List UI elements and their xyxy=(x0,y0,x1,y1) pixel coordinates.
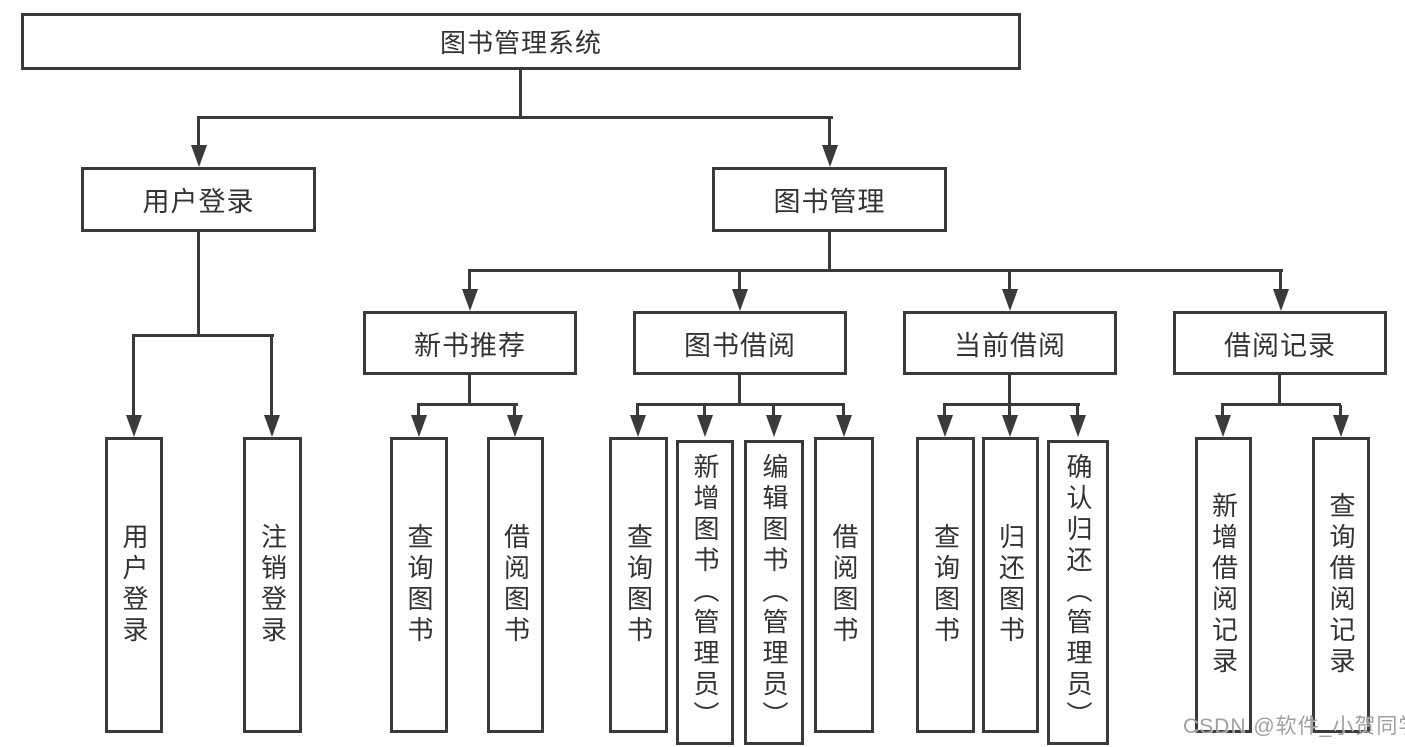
leaf-label: 新增借阅记录 xyxy=(1208,492,1239,678)
leaf-logout: 注销登录 xyxy=(243,437,302,733)
arrow-down-icon xyxy=(1273,289,1289,311)
leaf-label: 查询借阅记录 xyxy=(1326,492,1356,678)
connector-line xyxy=(943,405,946,417)
connector-line xyxy=(417,403,518,406)
connector-line xyxy=(943,403,1080,406)
arrow-down-icon xyxy=(836,415,852,437)
connector-line xyxy=(468,269,1283,272)
arrow-down-icon xyxy=(126,415,142,437)
leaf-label: 查询图书 xyxy=(930,523,961,647)
connector-line xyxy=(828,232,831,271)
arrow-down-icon xyxy=(1070,415,1086,437)
connector-line xyxy=(828,118,831,150)
connector-line xyxy=(703,405,706,417)
leaf-user-login: 用户登录 xyxy=(105,437,163,733)
connector-line xyxy=(197,232,200,336)
arrow-down-icon xyxy=(507,415,523,437)
connector-line xyxy=(270,336,273,418)
leaf-label: 注销登录 xyxy=(257,523,288,647)
connector-line xyxy=(1008,271,1011,291)
leaf-edit-books-admin: 编辑图书（管理员） xyxy=(744,440,804,745)
arrow-down-icon xyxy=(411,415,427,437)
arrow-down-icon xyxy=(937,415,953,437)
connector-line xyxy=(197,118,200,150)
node-new-book-recommend: 新书推荐 xyxy=(363,311,577,375)
arrow-down-icon xyxy=(462,289,478,311)
node-label: 借阅记录 xyxy=(1224,330,1336,361)
leaf-label: 借阅图书 xyxy=(500,523,531,647)
leaf-add-borrow-record: 新增借阅记录 xyxy=(1195,437,1252,733)
connector-line xyxy=(1076,405,1079,417)
leaf-label: 编辑图书（管理员） xyxy=(759,453,789,732)
leaf-return-books: 归还图书 xyxy=(982,437,1039,733)
node-book-borrow: 图书借阅 xyxy=(633,311,847,375)
leaf-label: 查询图书 xyxy=(404,523,434,647)
connector-line xyxy=(417,405,420,417)
connector-line xyxy=(1008,375,1011,405)
leaf-label: 新增图书（管理员） xyxy=(690,453,720,732)
connector-line xyxy=(513,405,516,417)
node-borrow-records: 借阅记录 xyxy=(1173,311,1387,375)
connector-line xyxy=(1278,375,1281,405)
connector-line xyxy=(1339,405,1342,417)
arrow-down-icon xyxy=(264,415,280,437)
arrow-down-icon xyxy=(1002,415,1018,437)
connector-line xyxy=(738,375,741,405)
leaf-confirm-return-admin: 确认归还（管理员） xyxy=(1047,440,1109,745)
node-current-borrow: 当前借阅 xyxy=(903,311,1117,375)
connector-line xyxy=(842,405,845,417)
connector-line xyxy=(1279,271,1282,291)
connector-line xyxy=(636,405,639,417)
node-label: 图书管理系统 xyxy=(439,28,602,58)
leaf-label: 查询图书 xyxy=(623,523,654,647)
connector-line xyxy=(197,116,833,119)
connector-line xyxy=(1008,405,1011,417)
leaf-borrow-books-recommend: 借阅图书 xyxy=(487,437,544,733)
connector-line xyxy=(132,334,274,337)
leaf-label: 借阅图书 xyxy=(829,523,859,647)
arrow-down-icon xyxy=(822,145,838,167)
leaf-label: 用户登录 xyxy=(119,523,149,647)
connector-line xyxy=(1221,405,1224,417)
connector-line xyxy=(738,271,741,291)
leaf-label: 确认归还（管理员） xyxy=(1063,453,1093,732)
arrow-down-icon xyxy=(191,145,207,167)
connector-line xyxy=(772,405,775,417)
connector-line xyxy=(636,403,845,406)
arrow-down-icon xyxy=(1215,415,1231,437)
arrow-down-icon xyxy=(1002,289,1018,311)
node-library-management-system: 图书管理系统 xyxy=(21,13,1021,70)
leaf-label: 归还图书 xyxy=(995,523,1026,647)
connector-line xyxy=(468,271,471,291)
arrow-down-icon xyxy=(630,415,646,437)
node-label: 图书借阅 xyxy=(684,330,796,361)
connector-line xyxy=(132,336,135,418)
node-label: 当前借阅 xyxy=(954,330,1066,361)
node-label: 用户登录 xyxy=(142,187,255,217)
watermark: CSDN @软件_小贺同学 xyxy=(1183,715,1405,738)
leaf-query-books-borrow: 查询图书 xyxy=(609,437,668,733)
leaf-borrow-books-borrow: 借阅图书 xyxy=(814,437,874,733)
arrow-down-icon xyxy=(1333,415,1349,437)
arrow-down-icon xyxy=(732,289,748,311)
node-label: 新书推荐 xyxy=(414,330,526,361)
connector-line xyxy=(468,375,471,405)
connector-line xyxy=(1221,403,1341,406)
leaf-add-books-admin: 新增图书（管理员） xyxy=(676,440,734,745)
node-label: 图书管理 xyxy=(773,187,886,217)
leaf-query-books-current: 查询图书 xyxy=(916,437,975,733)
arrow-down-icon xyxy=(697,415,713,437)
connector-line xyxy=(519,70,522,118)
arrow-down-icon xyxy=(766,415,782,437)
leaf-query-borrow-record: 查询借阅记录 xyxy=(1312,437,1370,733)
node-book-management: 图书管理 xyxy=(712,167,947,232)
node-user-login: 用户登录 xyxy=(81,167,316,232)
leaf-query-books-recommend: 查询图书 xyxy=(390,437,448,733)
